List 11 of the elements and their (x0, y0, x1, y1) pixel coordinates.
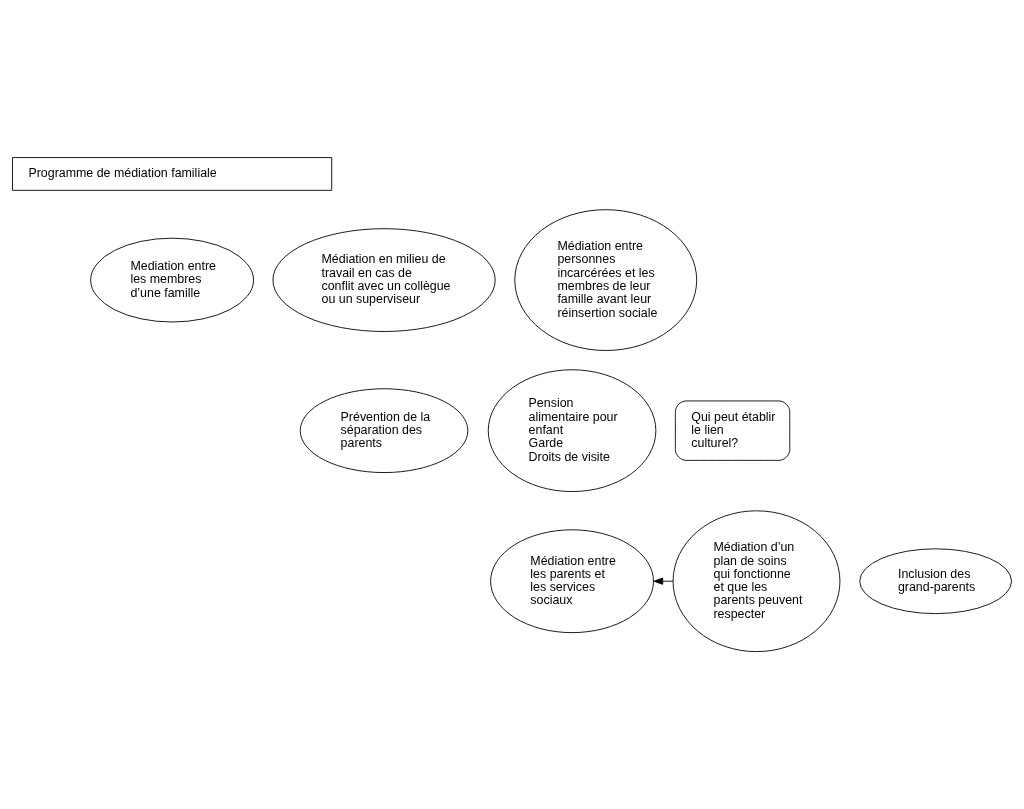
node-ellipse: Médiation en milieu de travail en cas de conflit avec un collègue ou un superviseur (272, 228, 496, 332)
node-ellipse: Médiation entre les parents et les services sociaux (490, 529, 654, 634)
node-ellipse: Pension alimentaire pour enfant Garde Droits de visite (487, 369, 657, 492)
node-ellipse: Médiation d’un plan de soins qui fonctionne et que les parents peuvent respecter (672, 510, 841, 653)
node-ellipse: Mediation entre les membres d’une famille (90, 237, 254, 323)
arrow (653, 577, 674, 585)
node-ellipse: Médiation entre personnes incarcérées et les membres de leur famille avant leur réinsertion sociale (514, 209, 698, 351)
node-box: Programme de médiation familiale (12, 157, 333, 191)
node-ellipse: Prévention de la séparation des parents (299, 388, 469, 473)
node-ellipse: Inclusion des grand-parents (859, 548, 1012, 615)
node-box: Qui peut établir le lien culturel? (674, 400, 791, 461)
